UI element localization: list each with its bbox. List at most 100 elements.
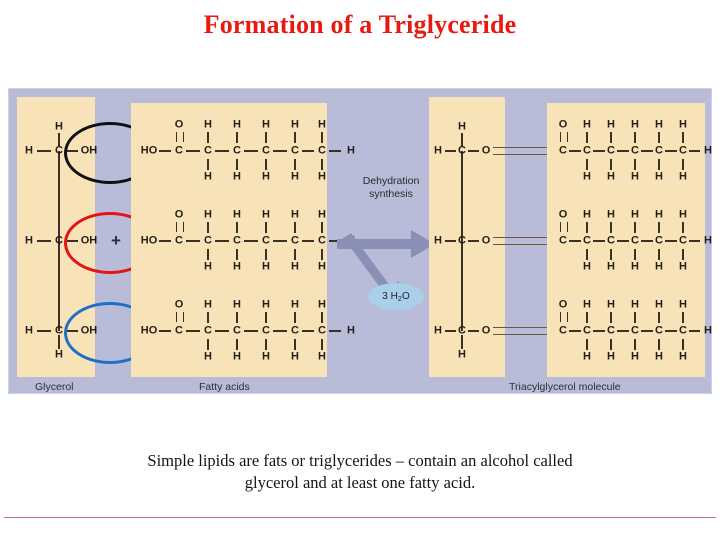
caption-line-2: glycerol and at least one fatty acid.	[244, 472, 476, 492]
slide-caption: Simple lipids are fats or triglycerides …	[38, 450, 682, 494]
product-bottom-cap-bond	[461, 335, 463, 349]
water-byproduct-label: 3 H2O	[382, 291, 410, 303]
fa1-carbon-2: C	[204, 144, 212, 157]
reaction-label-line2: synthesis	[369, 187, 413, 200]
product-fa2-top-h-5: H	[679, 208, 687, 221]
fa3-top-bond-2	[236, 312, 238, 323]
product-row1-left-h: H	[434, 144, 442, 157]
product-fa2-terminal-bond	[689, 240, 700, 242]
fa3-carbon-4: C	[262, 324, 270, 337]
caption-line-1: Simple lipids are fats or triglycerides …	[147, 451, 573, 470]
fa2-chain-bond-4	[273, 240, 287, 242]
product-fa3-top-bond-3	[634, 312, 636, 323]
product-fa1-chain-bond-1	[569, 150, 581, 152]
fa2-carbon-6: C	[318, 234, 326, 247]
label-glycerol: Glycerol	[35, 381, 74, 393]
product-fa2-bottom-h-2: H	[607, 260, 615, 273]
product-top-hydrogen: H	[458, 120, 466, 133]
fa2-top-h-5: H	[318, 208, 326, 221]
product-fa1-bottom-bond-3	[634, 159, 636, 170]
fa3-terminal-bond	[329, 330, 341, 332]
product-fa3-terminal-hydrogen: H	[704, 324, 712, 337]
product-fa2-chain-bond-1	[569, 240, 581, 242]
product-fa1-chain-bond-2	[593, 150, 605, 152]
fa2-chain-bond-3	[244, 240, 258, 242]
product-fa1-carbon-4: C	[631, 144, 639, 157]
product-fa3-bottom-bond-5	[682, 339, 684, 350]
fa1-bottom-h-3: H	[262, 170, 270, 183]
product-fa3-carbon-4: C	[631, 324, 639, 337]
fa1-chain-bond-3	[244, 150, 258, 152]
footer-divider	[4, 517, 716, 518]
glycerol-row3-left-h: H	[25, 324, 33, 337]
fa2-carbon-2: C	[204, 234, 212, 247]
product-fa3-bottom-h-1: H	[583, 350, 591, 363]
product-fa2-bottom-bond-1	[586, 249, 588, 260]
fa1-bottom-h-1: H	[204, 170, 212, 183]
product-fa1-chain-bond-3	[617, 150, 629, 152]
product-fa2-bottom-h-4: H	[655, 260, 663, 273]
product-fa2-bottom-bond-3	[634, 249, 636, 260]
product-fa1-bottom-h-4: H	[655, 170, 663, 183]
product-fa3-top-bond-2	[610, 312, 612, 323]
product-fa3-chain-bond-2	[593, 330, 605, 332]
product-fa2-top-h-3: H	[631, 208, 639, 221]
fa1-top-bond-3	[265, 132, 267, 143]
fa1-carbon-1: C	[175, 144, 183, 157]
product-fa2-terminal-hydrogen: H	[704, 234, 712, 247]
product-row1-carbon: C	[458, 144, 466, 157]
product-bottom-hydrogen: H	[458, 348, 466, 361]
product-fa2-bottom-h-3: H	[631, 260, 639, 273]
fa3-carbonyl-double-bond	[176, 312, 184, 322]
product-fa2-bottom-bond-2	[610, 249, 612, 260]
glycerol-row1-left-h: H	[25, 144, 33, 157]
fa3-carbon-2: C	[204, 324, 212, 337]
fa3-carbon-1: C	[175, 324, 183, 337]
product-fa2-chain-bond-4	[641, 240, 653, 242]
product-fa2-bottom-bond-5	[682, 249, 684, 260]
fa1-bottom-bond-1	[207, 159, 209, 170]
fa2-bottom-bond-4	[294, 249, 296, 260]
product-row2-ester-bond	[493, 237, 561, 245]
product-fa3-top-h-2: H	[607, 298, 615, 311]
fa2-top-h-2: H	[233, 208, 241, 221]
product-fa1-top-h-4: H	[655, 118, 663, 131]
fa1-carbonyl-oxygen: O	[174, 118, 184, 131]
fa1-carbon-6: C	[318, 144, 326, 157]
product-fa1-bottom-h-5: H	[679, 170, 687, 183]
product-fa3-bottom-bond-3	[634, 339, 636, 350]
product-backbone-panel	[429, 97, 505, 377]
product-fa3-terminal-bond	[689, 330, 700, 332]
glycerol-row1-bond-left	[37, 150, 51, 152]
fa3-top-bond-4	[294, 312, 296, 323]
product-fa2-top-h-4: H	[655, 208, 663, 221]
fa3-chain-bond-1	[186, 330, 200, 332]
fa1-top-h-1: H	[204, 118, 212, 131]
fa1-carbon-3: C	[233, 144, 241, 157]
product-fa3-chain-bond-3	[617, 330, 629, 332]
product-fa1-top-h-1: H	[583, 118, 591, 131]
product-row1-ester-oxygen: O	[481, 144, 491, 157]
fa2-carbon-5: C	[291, 234, 299, 247]
fa1-top-h-4: H	[291, 118, 299, 131]
fa3-top-h-1: H	[204, 298, 212, 311]
product-fa3-carbon-6: C	[679, 324, 687, 337]
product-fa2-top-bond-2	[610, 222, 612, 233]
fa2-bottom-h-4: H	[291, 260, 299, 273]
product-fa2-carbon-4: C	[631, 234, 639, 247]
fa2-top-h-3: H	[262, 208, 270, 221]
fa3-carbon-5: C	[291, 324, 299, 337]
product-fa2-chain-bond-5	[665, 240, 677, 242]
fa3-bottom-bond-1	[207, 339, 209, 350]
fa1-head-bond	[159, 150, 171, 152]
fa3-head-bond	[159, 330, 171, 332]
product-fa1-carbon-2: C	[583, 144, 591, 157]
product-row1-bond-left	[445, 150, 456, 152]
product-fa3-carbon-5: C	[655, 324, 663, 337]
fa1-top-bond-1	[207, 132, 209, 143]
product-fa2-top-bond-4	[658, 222, 660, 233]
fa2-top-bond-4	[294, 222, 296, 233]
fa3-top-bond-5	[321, 312, 323, 323]
page-title: Formation of a Triglyceride	[203, 10, 517, 39]
fa2-bottom-bond-2	[236, 249, 238, 260]
